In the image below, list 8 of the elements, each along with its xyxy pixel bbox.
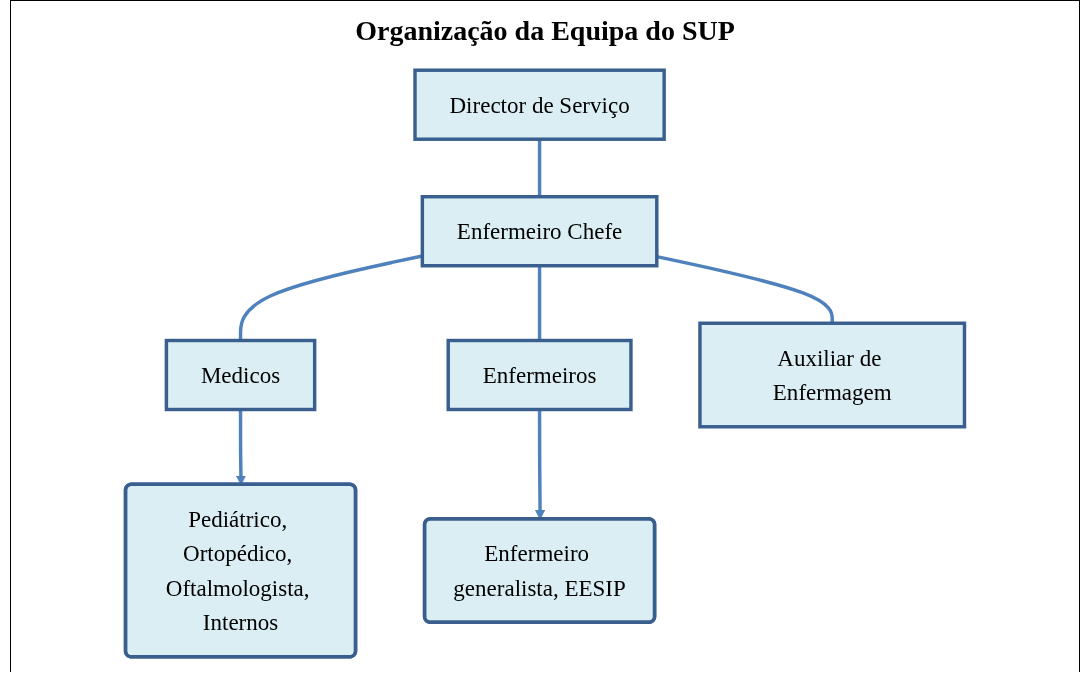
node-box: Medicos [164, 338, 317, 412]
node-box: Director de Serviço [413, 68, 666, 141]
node-box: Enfermeiros [446, 338, 633, 412]
diagram-title: Organização da Equipa do SUP [355, 15, 735, 47]
connector [537, 139, 542, 197]
node-box: Enfermeiro Chefe [420, 195, 659, 268]
connector [537, 265, 542, 341]
node-box: Auxiliar de Enfermagem [698, 321, 967, 429]
